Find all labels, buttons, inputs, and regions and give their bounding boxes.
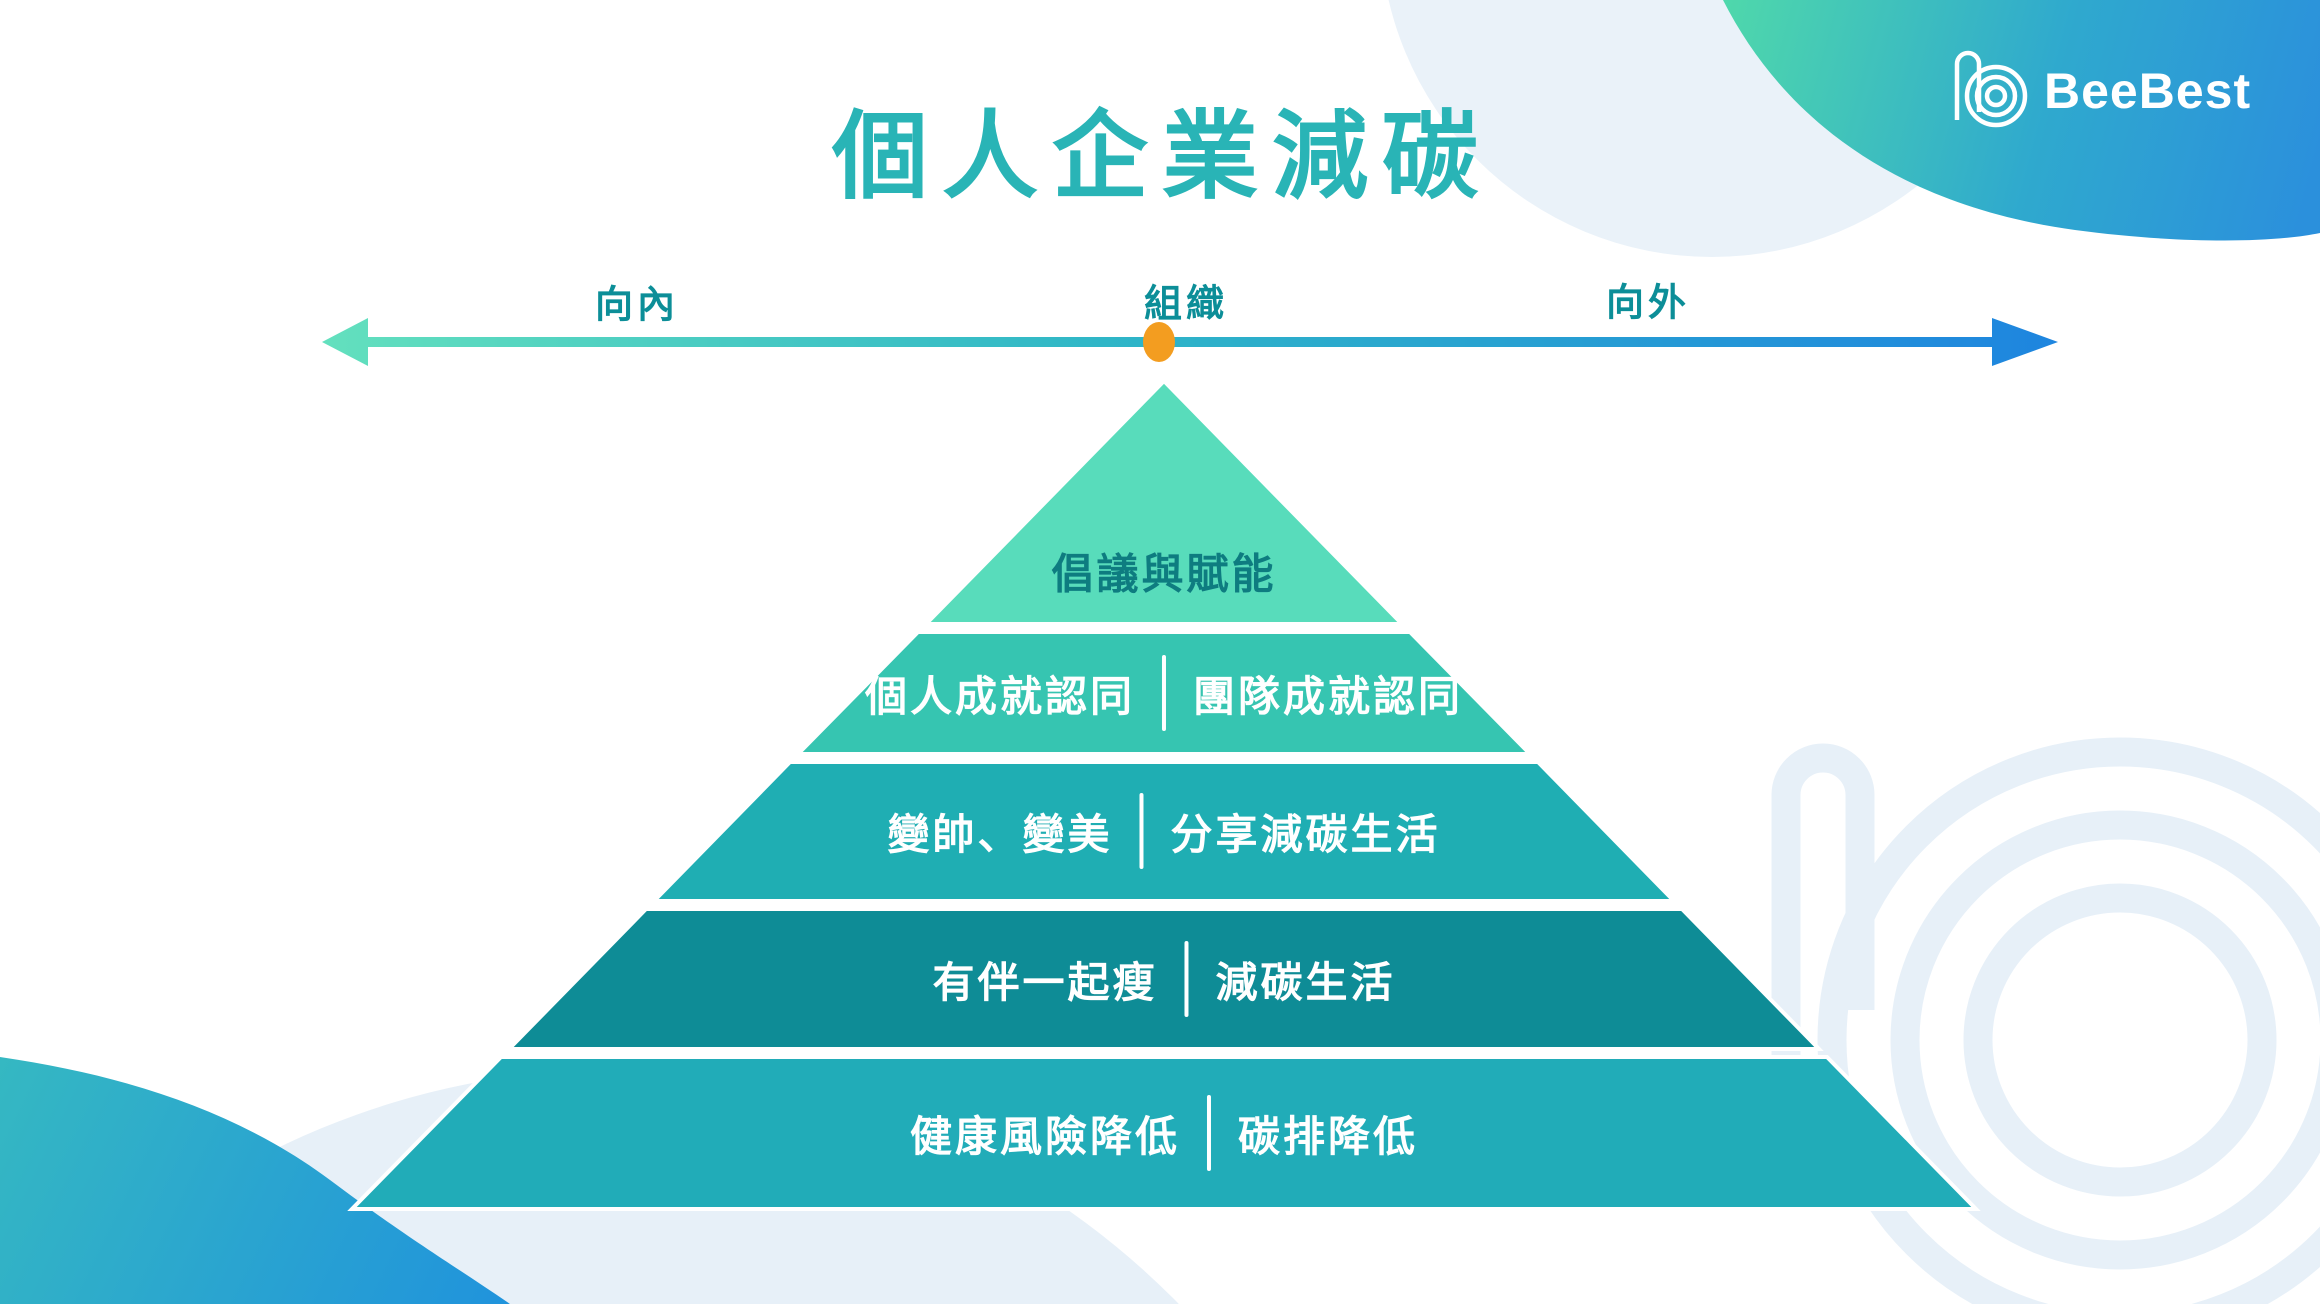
level-3-right-text: 分享減碳生活 xyxy=(1170,810,1441,858)
bottomleft-gradient-blob xyxy=(0,1057,510,1304)
pyramid-level-3-shape xyxy=(649,760,1679,903)
level-4-left-text: 有伴一起瘦 xyxy=(932,958,1158,1006)
page-title: 個人企業減碳 xyxy=(832,103,1492,211)
pyramid-level-5-label: 健康風險降低 碳排降低 xyxy=(910,1095,1418,1171)
axis-label-outward: 向外 xyxy=(1605,282,1691,325)
level-2-left-text: 個人成就認同 xyxy=(864,672,1135,720)
pyramid-level-1-label: 倡議與賦能 xyxy=(1051,541,1276,602)
level-3-divider xyxy=(1139,793,1144,869)
axis-label-inward: 向內 xyxy=(594,284,680,327)
axis-arrow xyxy=(322,318,2058,366)
pyramid-level-4-shape xyxy=(504,907,1824,1051)
watermark-b-logo xyxy=(1771,737,2320,1304)
pyramid xyxy=(347,378,1981,1211)
pyramid-level-5-shape xyxy=(347,1055,1981,1211)
brand-logo: BeeBest xyxy=(1950,50,2251,132)
level-2-divider xyxy=(1162,655,1166,731)
beebest-b-icon xyxy=(1954,50,2028,128)
level-4-divider xyxy=(1184,941,1189,1017)
axis-arrowhead-left xyxy=(322,318,368,366)
brand-name: BeeBest xyxy=(2044,63,2252,119)
axis-arrowhead-right xyxy=(1992,318,2058,366)
topright-gradient-blob xyxy=(1723,0,2320,241)
level-1-text: 倡議與賦能 xyxy=(1051,550,1277,598)
axis-label-organization: 組織 xyxy=(1143,283,1229,326)
level-5-divider xyxy=(1207,1095,1211,1171)
level-4-right-text: 減碳生活 xyxy=(1215,958,1396,1006)
level-5-right-text: 碳排降低 xyxy=(1238,1112,1419,1160)
level-3-left-text: 變帥、變美 xyxy=(887,810,1113,858)
level-2-right-text: 團隊成就認同 xyxy=(1193,672,1464,720)
level-5-left-text: 健康風險降低 xyxy=(909,1112,1180,1160)
pyramid-level-4-label: 有伴一起瘦 減碳生活 xyxy=(932,941,1395,1017)
pyramid-level-3-label: 變帥、變美 分享減碳生活 xyxy=(887,793,1440,869)
pyramid-level-2-label: 個人成就認同 團隊成就認同 xyxy=(865,655,1463,731)
axis-center-marker-dot xyxy=(1143,322,1175,362)
pyramid-level-1-shape xyxy=(921,378,1407,626)
